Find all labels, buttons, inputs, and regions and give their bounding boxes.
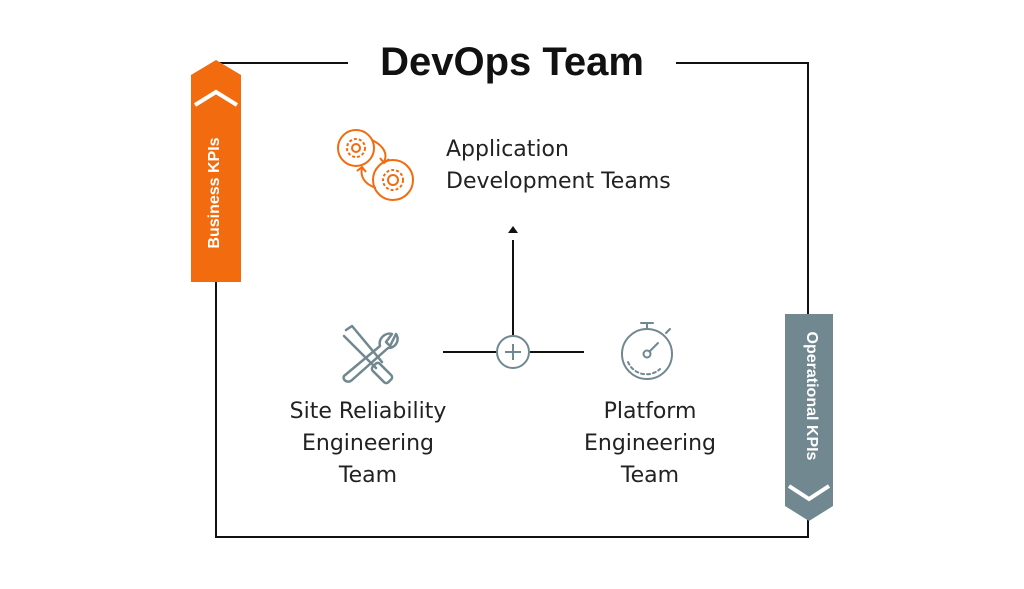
platform-engineering-team-label: Platform Engineering Team <box>550 396 750 492</box>
sre-label-line-1: Site Reliability <box>289 399 447 424</box>
application-label-line-2: Development Teams <box>446 169 671 194</box>
site-reliability-engineering-team-label: Site Reliability Engineering Team <box>268 396 468 492</box>
platform-label-line-3: Team <box>620 463 680 488</box>
stopwatch-icon <box>621 322 673 380</box>
plus-circle-icon <box>496 335 530 369</box>
application-development-teams-label: Application Development Teams <box>446 134 671 198</box>
connector-lines <box>443 240 584 353</box>
gears-icon <box>337 129 414 201</box>
business-kpis-label: Business KPIs <box>206 137 223 249</box>
platform-label-line-1: Platform <box>603 399 697 424</box>
arrow-head <box>508 226 518 233</box>
wrench-screwdriver-icon <box>342 324 399 385</box>
sre-label-line-2: Engineering <box>302 431 434 456</box>
business-kpis-banner <box>191 60 241 282</box>
page-title: DevOps Team <box>350 36 674 88</box>
platform-label-line-2: Engineering <box>584 431 716 456</box>
team-frame <box>215 62 809 538</box>
operational-kpis-label: Operational KPIs <box>803 331 820 461</box>
operational-kpis-banner <box>785 314 833 521</box>
application-label-line-1: Application <box>446 137 569 162</box>
sre-label-line-3: Team <box>338 463 398 488</box>
